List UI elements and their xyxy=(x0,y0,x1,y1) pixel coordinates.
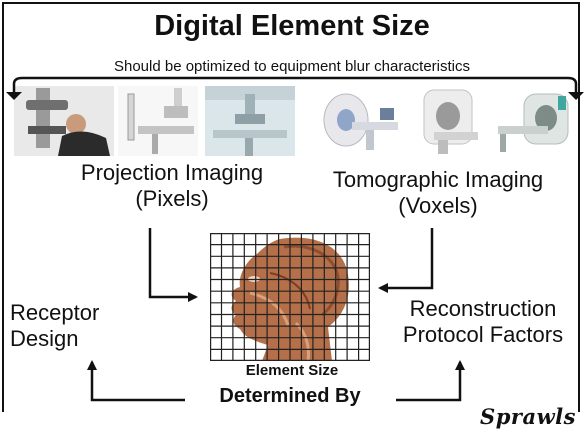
tomographic-imaging-label: Tomographic Imaging (Voxels) xyxy=(300,167,576,219)
tomographic-arrow xyxy=(378,228,434,293)
element-size-label: Element Size xyxy=(245,362,339,379)
xray-room-icon xyxy=(205,86,295,156)
receptor-line2: Design xyxy=(10,326,79,351)
projection-imaging-label: Projection Imaging (Pixels) xyxy=(52,160,292,212)
mri-system-icon xyxy=(494,86,576,156)
receptor-arrow xyxy=(87,360,185,402)
mri-scanner-icon xyxy=(408,86,488,156)
reconstruction-line2: Protocol Factors xyxy=(402,322,564,347)
reconstruction-arrow xyxy=(396,360,465,402)
projection-line2: (Pixels) xyxy=(135,186,209,211)
head-anatomy-grid xyxy=(210,233,370,362)
radiography-unit-icon xyxy=(118,86,198,156)
reconstruction-label: Reconstruction Protocol Factors xyxy=(385,296,581,348)
projection-line1: Projection Imaging xyxy=(80,160,264,185)
projection-arrow xyxy=(148,228,198,302)
receptor-design-label: Receptor Design xyxy=(10,300,120,352)
diagram-subtitle: Should be optimized to equipment blur ch… xyxy=(113,58,471,75)
author-signature: Sprawls xyxy=(480,404,576,429)
diagram-title: Digital Element Size xyxy=(154,10,430,42)
ct-scanner-icon xyxy=(308,86,403,156)
diagram-frame xyxy=(2,2,580,412)
receptor-line1: Receptor xyxy=(10,300,100,325)
tomographic-line1: Tomographic Imaging xyxy=(332,167,544,192)
determined-by-label: Determined By xyxy=(219,385,361,407)
mammography-unit-icon xyxy=(14,86,114,156)
tomographic-line2: (Voxels) xyxy=(398,193,478,218)
equipment-bracket xyxy=(12,76,578,92)
reconstruction-line1: Reconstruction xyxy=(409,296,557,321)
